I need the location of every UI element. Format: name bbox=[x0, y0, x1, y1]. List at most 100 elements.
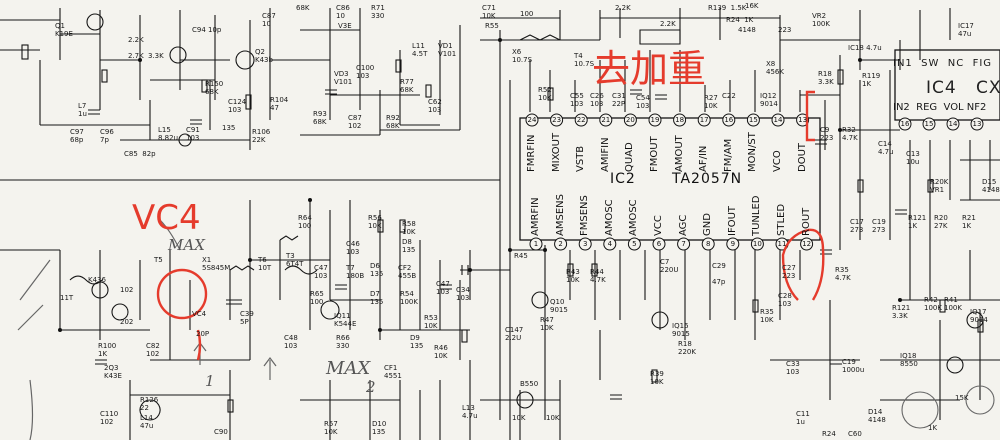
r68k-label: 68K bbox=[296, 4, 310, 12]
r2k2-label: 2.2K bbox=[128, 36, 144, 44]
ic2-pin-signal: DOUT bbox=[796, 143, 808, 172]
c48-label: C48 103 bbox=[284, 334, 298, 350]
cf2-label: CF2 455B bbox=[398, 264, 417, 280]
ic2-bottom-pin-circle bbox=[677, 237, 691, 251]
c60-label: C60 bbox=[848, 430, 862, 438]
x6-label: X6 10.7S bbox=[512, 48, 533, 64]
r15k-label: 15K bbox=[955, 394, 969, 402]
c87b-label: C87 102 bbox=[348, 114, 362, 130]
max1-note: MAX bbox=[168, 236, 205, 254]
r41-label: R41 100K bbox=[944, 296, 962, 312]
c47b-label: C47 103 bbox=[436, 280, 450, 296]
t6-label: T6 10T bbox=[258, 256, 272, 272]
r42-label: R42 100K bbox=[924, 296, 942, 312]
c82-label: C82 102 bbox=[146, 342, 160, 358]
vd1-label: VD1 V101 bbox=[438, 42, 457, 58]
l14-label: L14 47u bbox=[140, 414, 154, 430]
c39-label: C39 5P bbox=[240, 310, 254, 326]
ic2-pin-number: 14 bbox=[773, 116, 783, 124]
ic2-top-pin-circle bbox=[550, 113, 564, 127]
l13-label: L13 4.7u bbox=[462, 404, 478, 420]
ic2-pin-signal: AGC bbox=[677, 214, 689, 236]
r43-label: R43 10K bbox=[566, 268, 580, 284]
ic2-pin-signal: AMRFIN bbox=[530, 197, 541, 236]
ic2-bottom-pin-circle bbox=[726, 237, 740, 251]
d10-label: D10 135 bbox=[372, 420, 387, 436]
ic2-pin-signal: FMSENS bbox=[579, 195, 591, 236]
r45-label: R45 bbox=[514, 252, 528, 260]
r58-label: R58 10K bbox=[402, 220, 416, 236]
ic2-pin-number: 12 bbox=[802, 240, 812, 248]
d15-label: D15 4148 bbox=[982, 178, 1000, 194]
c47p-label: 47p bbox=[712, 278, 726, 286]
r2k7-label: 2.7K bbox=[128, 52, 144, 60]
ic2-pin-number: 16 bbox=[724, 116, 734, 124]
ic2-top-pin-circle bbox=[673, 113, 687, 127]
c4148-label: 4148 bbox=[738, 26, 756, 34]
ic4-pin-circle bbox=[970, 117, 984, 131]
ic4-pin-number: 16 bbox=[900, 120, 910, 128]
ic4-pin-circle bbox=[898, 117, 912, 131]
ic2-bottom-pin-circle bbox=[529, 237, 543, 251]
c28-label: C28 103 bbox=[778, 292, 792, 308]
ic2-top-pin-circle bbox=[746, 113, 760, 127]
d14-label: D14 4148 bbox=[868, 408, 886, 424]
c102-label: 102 bbox=[120, 286, 134, 294]
r10k1-label: 10K bbox=[512, 414, 526, 422]
c96-label: C96 7p bbox=[100, 128, 114, 144]
ic4-pin-circle bbox=[922, 117, 936, 131]
ic2-bottom-pin-circle bbox=[652, 237, 666, 251]
ic2-top-pin-circle bbox=[525, 113, 539, 127]
v3e-label: V3E bbox=[338, 22, 352, 30]
r24-label: R24 1K bbox=[726, 16, 754, 24]
vc4-part-label: VC4 bbox=[192, 310, 207, 318]
ic18-label: IC18 4.7u bbox=[848, 44, 882, 52]
d8-label: D8 135 bbox=[402, 238, 416, 254]
c26-label: C26 103 bbox=[590, 92, 604, 108]
c22-label: C22 bbox=[722, 92, 736, 100]
r20k-label: R20K VR1 bbox=[930, 178, 949, 194]
ic2-pin-number: 17 bbox=[699, 116, 709, 124]
r18-label: R18 3.3K bbox=[818, 70, 834, 86]
ic2-top-pin-circle bbox=[697, 113, 711, 127]
ic2-pin-number: 19 bbox=[650, 116, 660, 124]
iq11-label: IQ11 K544E bbox=[334, 312, 357, 328]
ic2-part-number: TA2057N bbox=[672, 171, 743, 187]
ic2-pin-signal: ROUT bbox=[800, 207, 812, 236]
r35b-label: R35 10K bbox=[760, 308, 774, 324]
x1-label: X1 5S845M bbox=[202, 256, 231, 272]
r126-label: R126 22 bbox=[140, 396, 159, 412]
ic2-top-pin-circle bbox=[599, 113, 613, 127]
r1k-label: 1K bbox=[928, 424, 938, 432]
q3-label: 2Q3 K43E bbox=[104, 364, 122, 380]
ic2-pin-signal: GND bbox=[702, 213, 714, 236]
c97-label: C97 68p bbox=[70, 128, 84, 144]
r47-label: R47 10K bbox=[540, 316, 554, 332]
ic2-pin-signal: AMIFIN bbox=[599, 137, 611, 172]
ic2-pin-signal: QUAD bbox=[624, 142, 636, 172]
ic2-pin-signal: IFOUT bbox=[726, 206, 738, 236]
l11-label: L11 4.5T bbox=[412, 42, 428, 58]
r32-label: R32 4.7K bbox=[842, 126, 858, 142]
ic2-pin-number: 18 bbox=[675, 116, 685, 124]
ic2-pin-number: 21 bbox=[601, 116, 611, 124]
ic2-pin-signal: FMRFIN bbox=[526, 134, 537, 172]
c31-label: C31 22P bbox=[612, 92, 626, 108]
r24b-label: R24 bbox=[822, 430, 836, 438]
r53-label: R53 10K bbox=[424, 314, 438, 330]
d7-label: D7 135 bbox=[370, 290, 384, 306]
ic2-pin-signal: FM/AM bbox=[722, 138, 734, 172]
ic2-pin-signal: AMOSC bbox=[603, 199, 615, 236]
ic2-pin-signal: AMOSC bbox=[628, 199, 640, 236]
r106-label: R106 22K bbox=[252, 128, 271, 144]
ic2-pin-signal: VCO bbox=[772, 150, 783, 172]
ic2-top-pin-circle bbox=[796, 113, 810, 127]
ic2-pin-signal: VCC bbox=[653, 215, 664, 236]
vc4-annotation: VC4 bbox=[132, 198, 201, 238]
r44-label: R44 4.7K bbox=[590, 268, 606, 284]
c55-label: C55 103 bbox=[570, 92, 584, 108]
r65-label: R65 100 bbox=[310, 290, 324, 306]
ic2-pin-number: 15 bbox=[748, 116, 758, 124]
vr2-label: VR2 100K bbox=[812, 12, 830, 28]
